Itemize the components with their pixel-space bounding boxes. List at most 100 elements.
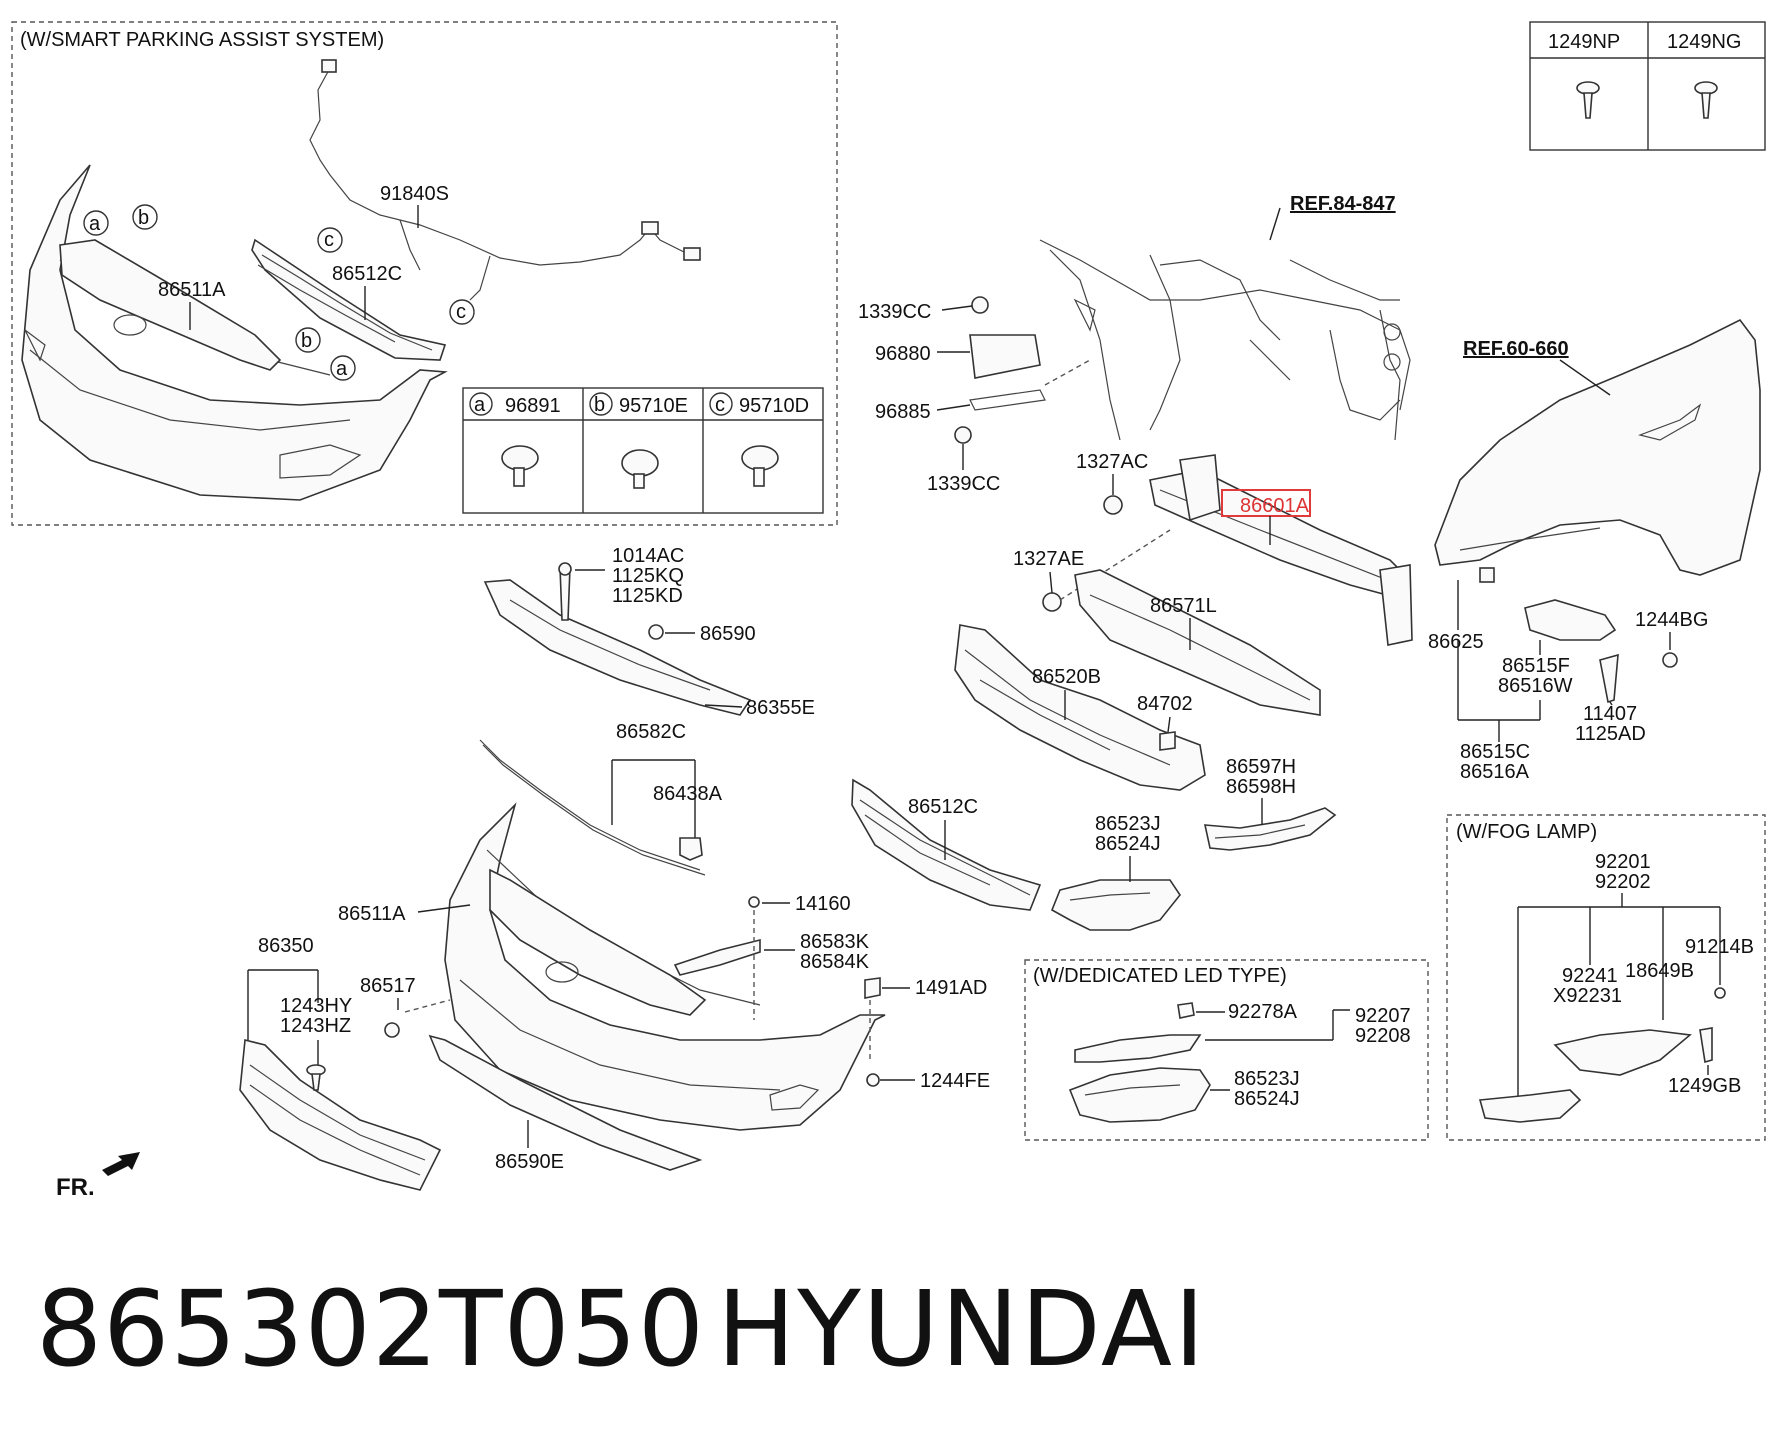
absorber-86571L-illustration: 86571L: [1074, 569, 1321, 716]
callout-1244FE: 1244FE: [920, 1070, 990, 1092]
callout-92208: 92208: [1355, 1025, 1411, 1047]
sensor-table: a 96891 b 95710E c 95710D: [462, 387, 824, 514]
callout-1125AD: 1125AD: [1575, 723, 1646, 745]
callout-1243HY: 1243HY: [280, 995, 352, 1017]
callout-86512C-top: 86512C: [332, 263, 402, 285]
footer-brand: HYUNDAI: [717, 1268, 1207, 1390]
svg-text:c: c: [324, 229, 334, 251]
callout-86350: 86350: [258, 935, 314, 957]
callout-14160: 14160: [795, 893, 851, 915]
fog-cover-86523J-illustration: 86523J 86524J: [1050, 813, 1181, 931]
screw-table: 1249NP 1249NG: [1529, 21, 1766, 151]
callout-91840S: 91840S: [380, 183, 449, 205]
callout-1491AD: 1491AD: [915, 977, 987, 999]
callout-92207: 92207: [1355, 1005, 1411, 1027]
callout-86590: 86590: [700, 623, 756, 645]
callout-86524J-b: 86524J: [1234, 1088, 1300, 1110]
fender-illustration: REF.60-660: [1434, 318, 1761, 576]
garnish-86597H-illustration: 86597H 86598H: [1203, 756, 1337, 851]
sensor-part-95710E: 95710E: [619, 395, 688, 417]
svg-text:a: a: [336, 358, 348, 380]
sensor-marker-b: b: [594, 394, 605, 416]
callout-86512C: 86512C: [908, 796, 978, 818]
callout-86517: 86517: [360, 975, 416, 997]
callout-1249GB: 1249GB: [1668, 1075, 1741, 1097]
sensor-icon-a: [501, 445, 539, 487]
callout-86571L: 86571L: [1150, 595, 1217, 617]
marker-a-1: a: [83, 210, 109, 236]
callout-92241: 92241: [1562, 965, 1618, 987]
marker-a-2: a: [330, 355, 356, 381]
callout-86523J: 86523J: [1095, 813, 1161, 835]
callout-18649B: 18649B: [1625, 960, 1694, 982]
callout-86601A: 86601A: [1240, 495, 1310, 517]
screw-icon-1249NG: [1694, 81, 1718, 119]
callout-86598H: 86598H: [1226, 776, 1296, 798]
sensor-marker-a: a: [474, 394, 486, 416]
callout-86590E: 86590E: [495, 1151, 564, 1173]
marker-b-2: b: [295, 327, 321, 353]
screw-1249NP-label: 1249NP: [1548, 31, 1620, 53]
sensor-icon-c: [741, 445, 779, 487]
callout-86524J: 86524J: [1095, 833, 1161, 855]
callout-1327AC: 1327AC: [1076, 451, 1148, 473]
callout-84702: 84702: [1137, 693, 1193, 715]
callout-11407: 11407: [1583, 703, 1637, 725]
callout-1339CC-b: 1339CC: [927, 473, 1000, 495]
callout-1244BG: 1244BG: [1635, 609, 1708, 631]
callout-86516A: 86516A: [1460, 761, 1530, 783]
svg-text:c: c: [456, 301, 466, 323]
callout-86583K: 86583K: [800, 931, 870, 953]
callout-86511A: 86511A: [338, 903, 406, 925]
callout-86597H: 86597H: [1226, 756, 1296, 778]
dedicated-led-box: (W/DEDICATED LED TYPE) 92278A 92207 9220…: [1024, 959, 1429, 1141]
callout-1339CC-a: 1339CC: [858, 301, 931, 323]
fog-lamp-title: (W/FOG LAMP): [1456, 821, 1597, 843]
callout-92201: 92201: [1595, 851, 1651, 873]
front-label: FR.: [56, 1174, 95, 1201]
highlight-86601A: [1221, 489, 1311, 517]
grille-86512C-illustration: 86512C: [851, 778, 1042, 911]
smart-parking-box: (W/SMART PARKING ASSIST SYSTEM) 91840S 8…: [11, 21, 838, 526]
callout-1125KD: 1125KD: [612, 585, 683, 607]
callout-86520B: 86520B: [1032, 666, 1101, 688]
marker-c-1: c: [317, 227, 343, 253]
callout-92278A: 92278A: [1228, 1001, 1298, 1023]
ref-60-660: REF.60-660: [1463, 338, 1569, 360]
fog-lamp-box: (W/FOG LAMP) 92201 92202 91214B 92241 X9…: [1446, 814, 1766, 1141]
callout-X92231: X92231: [1553, 985, 1622, 1007]
callout-96885: 96885: [875, 401, 931, 423]
callout-92202: 92202: [1595, 871, 1651, 893]
moulding-86582C-illustration: 86582C 86438A: [479, 721, 723, 876]
screw-1249NG-label: 1249NG: [1667, 31, 1742, 53]
ref-84-847: REF.84-847: [1290, 193, 1396, 215]
grille-86512C-illustration: [251, 238, 447, 361]
callout-86511A-top: 86511A: [158, 279, 226, 301]
wiring-harness-illustration: [309, 67, 691, 266]
svg-text:b: b: [301, 330, 312, 352]
callout-91214B: 91214B: [1685, 936, 1754, 958]
sensor-part-96891: 96891: [505, 395, 561, 417]
bumper-cover-86511A-illustration: 86511A: [338, 802, 886, 1131]
sensor-icon-b: [621, 449, 659, 489]
front-end-module-illustration: REF.84-847: [1039, 193, 1411, 441]
callout-86438A: 86438A: [653, 783, 723, 805]
side-bracket-group: 86625 1244BG 86515F 86516W 11407 1125AD …: [1428, 567, 1708, 783]
callout-86515F: 86515F: [1502, 655, 1570, 677]
bracket-86583K-group: 14160 86583K 86584K 1491AD 1244FE: [673, 893, 990, 1092]
footer-part-number: 865302T050: [36, 1268, 706, 1390]
callout-86584K: 86584K: [800, 951, 870, 973]
callout-1327AE: 1327AE: [1013, 548, 1084, 570]
dedicated-led-title: (W/DEDICATED LED TYPE): [1033, 965, 1287, 987]
callout-86355E: 86355E: [746, 697, 815, 719]
lower-strip-86590E-illustration: 86590E: [428, 1034, 703, 1173]
front-direction-indicator: FR.: [56, 1152, 140, 1201]
absorber-86520B-illustration: 86520B 84702: [954, 624, 1206, 791]
callout-1125KQ: 1125KQ: [612, 565, 684, 587]
callout-86582C: 86582C: [616, 721, 686, 743]
marker-c-2: c: [449, 299, 475, 325]
upper-cover-86355E-illustration: 1014AC 1125KQ 1125KD 86590 86355E: [483, 545, 815, 719]
grille-86350-illustration: 86350 1243HY 1243HZ 86517: [239, 935, 451, 1191]
module-bracket-group: 1339CC 96880 96885 1339CC: [858, 296, 1091, 495]
